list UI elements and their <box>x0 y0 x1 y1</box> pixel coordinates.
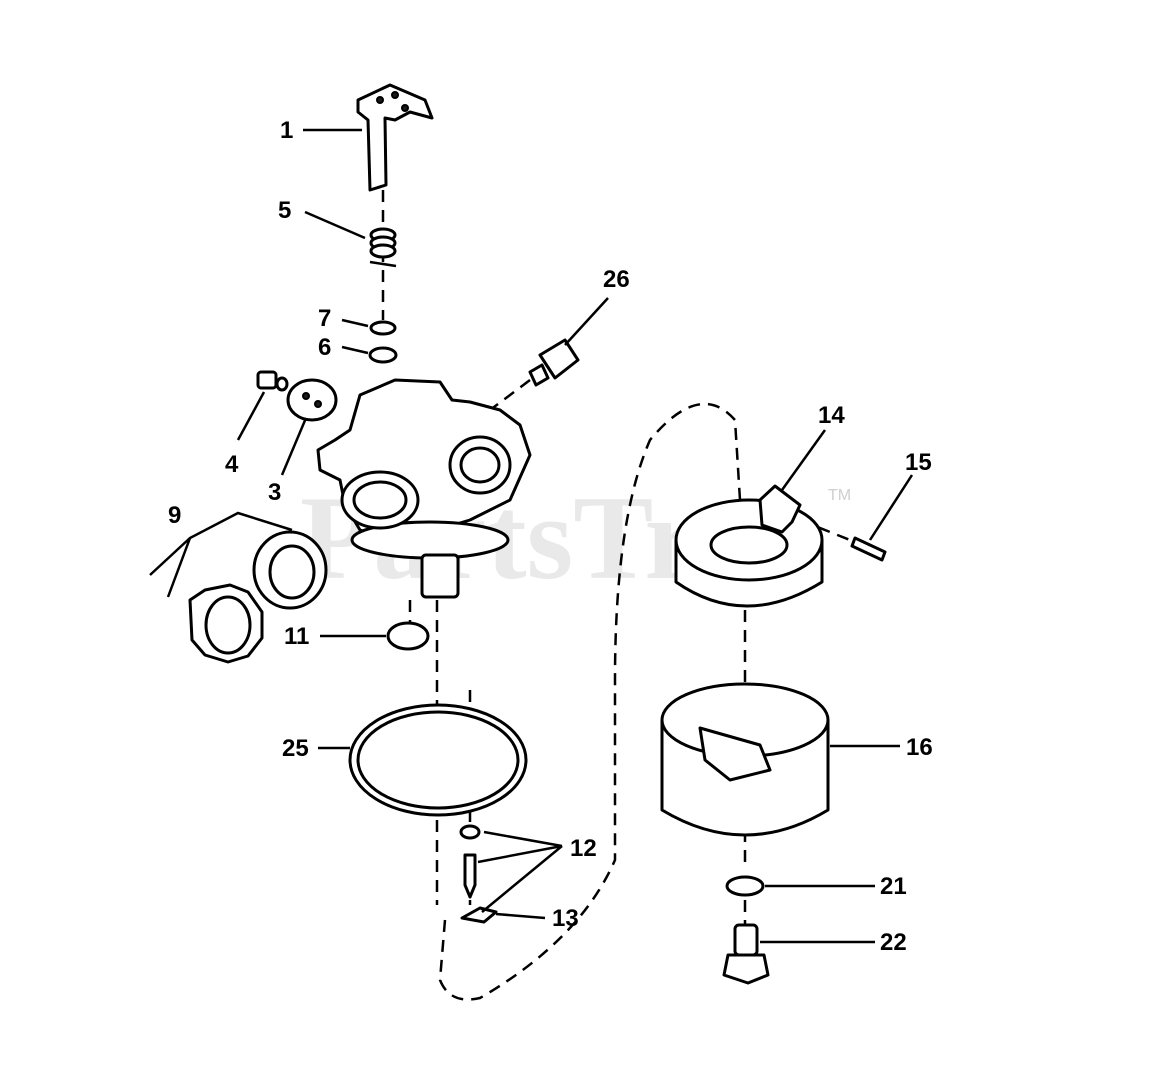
watermark-trademark: TM <box>828 487 851 504</box>
part-needle-seat <box>459 824 481 840</box>
callout-3: 3 <box>268 479 281 506</box>
plate-hole <box>302 392 310 400</box>
leader-13 <box>495 912 546 920</box>
callout-4: 4 <box>225 451 239 478</box>
axis-main-bowl <box>408 600 439 905</box>
callout-5: 5 <box>278 197 291 224</box>
callout-13: 13 <box>552 905 579 932</box>
part-seal-6 <box>368 346 398 364</box>
leader-12 <box>477 830 563 913</box>
part-throttle-shaft <box>356 83 434 192</box>
part-bowl-gasket-inner <box>356 710 520 810</box>
leader-7 <box>341 318 369 328</box>
axis-fitting <box>489 379 531 411</box>
callout-25: 25 <box>282 735 309 762</box>
callout-6: 6 <box>318 334 331 361</box>
callout-12: 12 <box>570 835 597 862</box>
part-clip <box>460 906 498 924</box>
callout-15: 15 <box>905 449 932 476</box>
part-bowl-nut <box>722 923 770 985</box>
leader-5 <box>304 210 366 240</box>
callout-14: 14 <box>818 402 845 429</box>
part-float <box>674 484 824 608</box>
plate-hole <box>314 400 322 408</box>
callout-7: 7 <box>318 305 331 332</box>
leader-14 <box>780 429 827 491</box>
part-inlet-needle <box>463 853 477 899</box>
callout-22: 22 <box>880 929 907 956</box>
part-welch-plug <box>386 621 430 651</box>
callout-26: 26 <box>603 266 630 293</box>
leader-6 <box>341 345 369 355</box>
leader-15 <box>868 474 914 541</box>
part-throttle-plate <box>286 378 338 422</box>
callout-9: 9 <box>168 502 181 529</box>
callout-1: 1 <box>280 117 293 144</box>
part-primer-assembly <box>188 530 328 664</box>
callout-21: 21 <box>880 873 907 900</box>
leader-4 <box>236 391 266 441</box>
part-screw <box>256 370 289 392</box>
callout-16: 16 <box>906 734 933 761</box>
part-spring <box>369 227 397 268</box>
part-seal-7 <box>369 320 397 336</box>
part-float-bowl <box>660 682 830 837</box>
leader-3 <box>280 417 308 476</box>
part-carburetor-body <box>316 378 532 599</box>
leader-26 <box>564 297 609 346</box>
part-float-pin <box>850 536 887 562</box>
leader-9 <box>149 511 293 598</box>
part-fuel-fitting <box>528 338 580 387</box>
part-bowl-washer <box>725 875 765 897</box>
callout-11: 11 <box>284 623 309 650</box>
